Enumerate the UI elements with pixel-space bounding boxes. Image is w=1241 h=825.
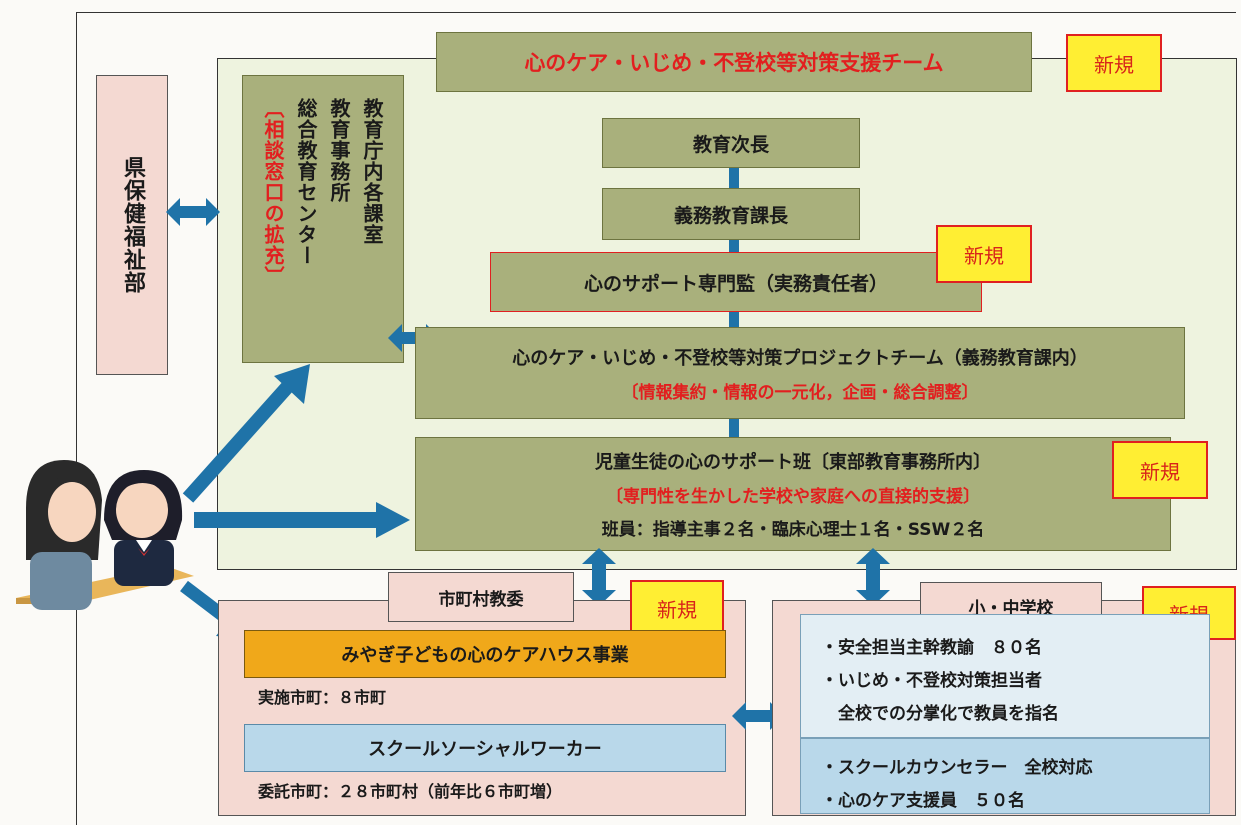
- support-squad-note: 〔専門性を生かした学校や家庭への直接的支援〕: [606, 487, 980, 507]
- school-item-1: ・安全担当主幹教諭 ８０名: [821, 638, 1042, 658]
- arrow-squad-school: [856, 548, 890, 606]
- school-item-5: ・心のケア支援員 ５０名: [821, 791, 1025, 811]
- support-squad-title: 児童生徒の心のサポート班〔東部教育事務所内〕: [595, 452, 991, 473]
- school-item-4: ・スクールカウンセラー 全校対応: [821, 758, 1093, 778]
- school-bottom-box: ・スクールカウンセラー 全校対応 ・心のケア支援員 ５０名: [800, 738, 1210, 814]
- outer-frame: [76, 12, 1236, 825]
- office-col3: 総合教育センター: [294, 98, 318, 266]
- support-squad-box: 児童生徒の心のサポート班〔東部教育事務所内〕 〔専門性を生かした学校や家庭への直…: [415, 437, 1171, 551]
- prefecture-dept-box: 県保健福祉部: [96, 75, 168, 375]
- ssw-box: スクールソーシャルワーカー: [244, 724, 726, 772]
- project-team-title: 心のケア・いじめ・不登校等対策プロジェクトチーム（義務教育課内）: [512, 347, 1088, 369]
- carehouse-box: みやぎ子どもの心のケアハウス事業: [244, 630, 726, 678]
- school-top-box: ・安全担当主幹教諭 ８０名 ・いじめ・不登校対策担当者 全校での分掌化で教員を指…: [800, 614, 1210, 738]
- project-team-box: 心のケア・いじめ・不登校等対策プロジェクトチーム（義務教育課内） 〔情報集約・情…: [415, 327, 1185, 419]
- office-box: 教育庁内各課室 教育事務所 総合教育センター 〔相談窓口の拡充〕: [242, 75, 404, 363]
- municipal-label: 市町村教委: [388, 572, 574, 622]
- deputy-box: 教育次長: [602, 118, 860, 168]
- arrow-squad-municipal: [582, 548, 616, 606]
- arrow-to-office: [182, 364, 310, 503]
- arrow-dept-office: [166, 198, 220, 226]
- school-item-3: 全校での分掌化で教員を指名: [821, 704, 1059, 724]
- arrow-to-squad: [194, 502, 410, 538]
- office-col1: 教育庁内各課室: [360, 98, 384, 245]
- prefecture-dept-label: 県保健福祉部: [120, 156, 145, 294]
- new-badge-municipal: 新規: [630, 580, 724, 636]
- compulsory-head-box: 義務教育課長: [602, 188, 860, 240]
- office-note: 〔相談窓口の拡充〕: [261, 98, 285, 287]
- support-squad-members: 班員：指導主事２名・臨床心理士１名・SSW２名: [601, 520, 985, 540]
- office-col2: 教育事務所: [327, 98, 351, 203]
- arrow-municipal-school: [732, 702, 784, 730]
- school-item-2: ・いじめ・不登校対策担当者: [821, 671, 1042, 691]
- top-team-title: 心のケア・いじめ・不登校等対策支援チーム: [436, 32, 1032, 92]
- new-badge-squad: 新規: [1112, 441, 1208, 499]
- ssw-note: 委託市町：２８市町村（前年比６市町増）: [258, 782, 563, 801]
- new-badge-top: 新規: [1066, 34, 1162, 92]
- support-officer-box: 心のサポート専門監（実務責任者）: [490, 252, 982, 312]
- carehouse-note: 実施市町：８市町: [258, 688, 387, 707]
- new-badge-officer: 新規: [936, 225, 1032, 283]
- consultation-illustration: [16, 460, 194, 610]
- project-team-note: 〔情報集約・情報の一元化，企画・総合調整〕: [621, 382, 979, 403]
